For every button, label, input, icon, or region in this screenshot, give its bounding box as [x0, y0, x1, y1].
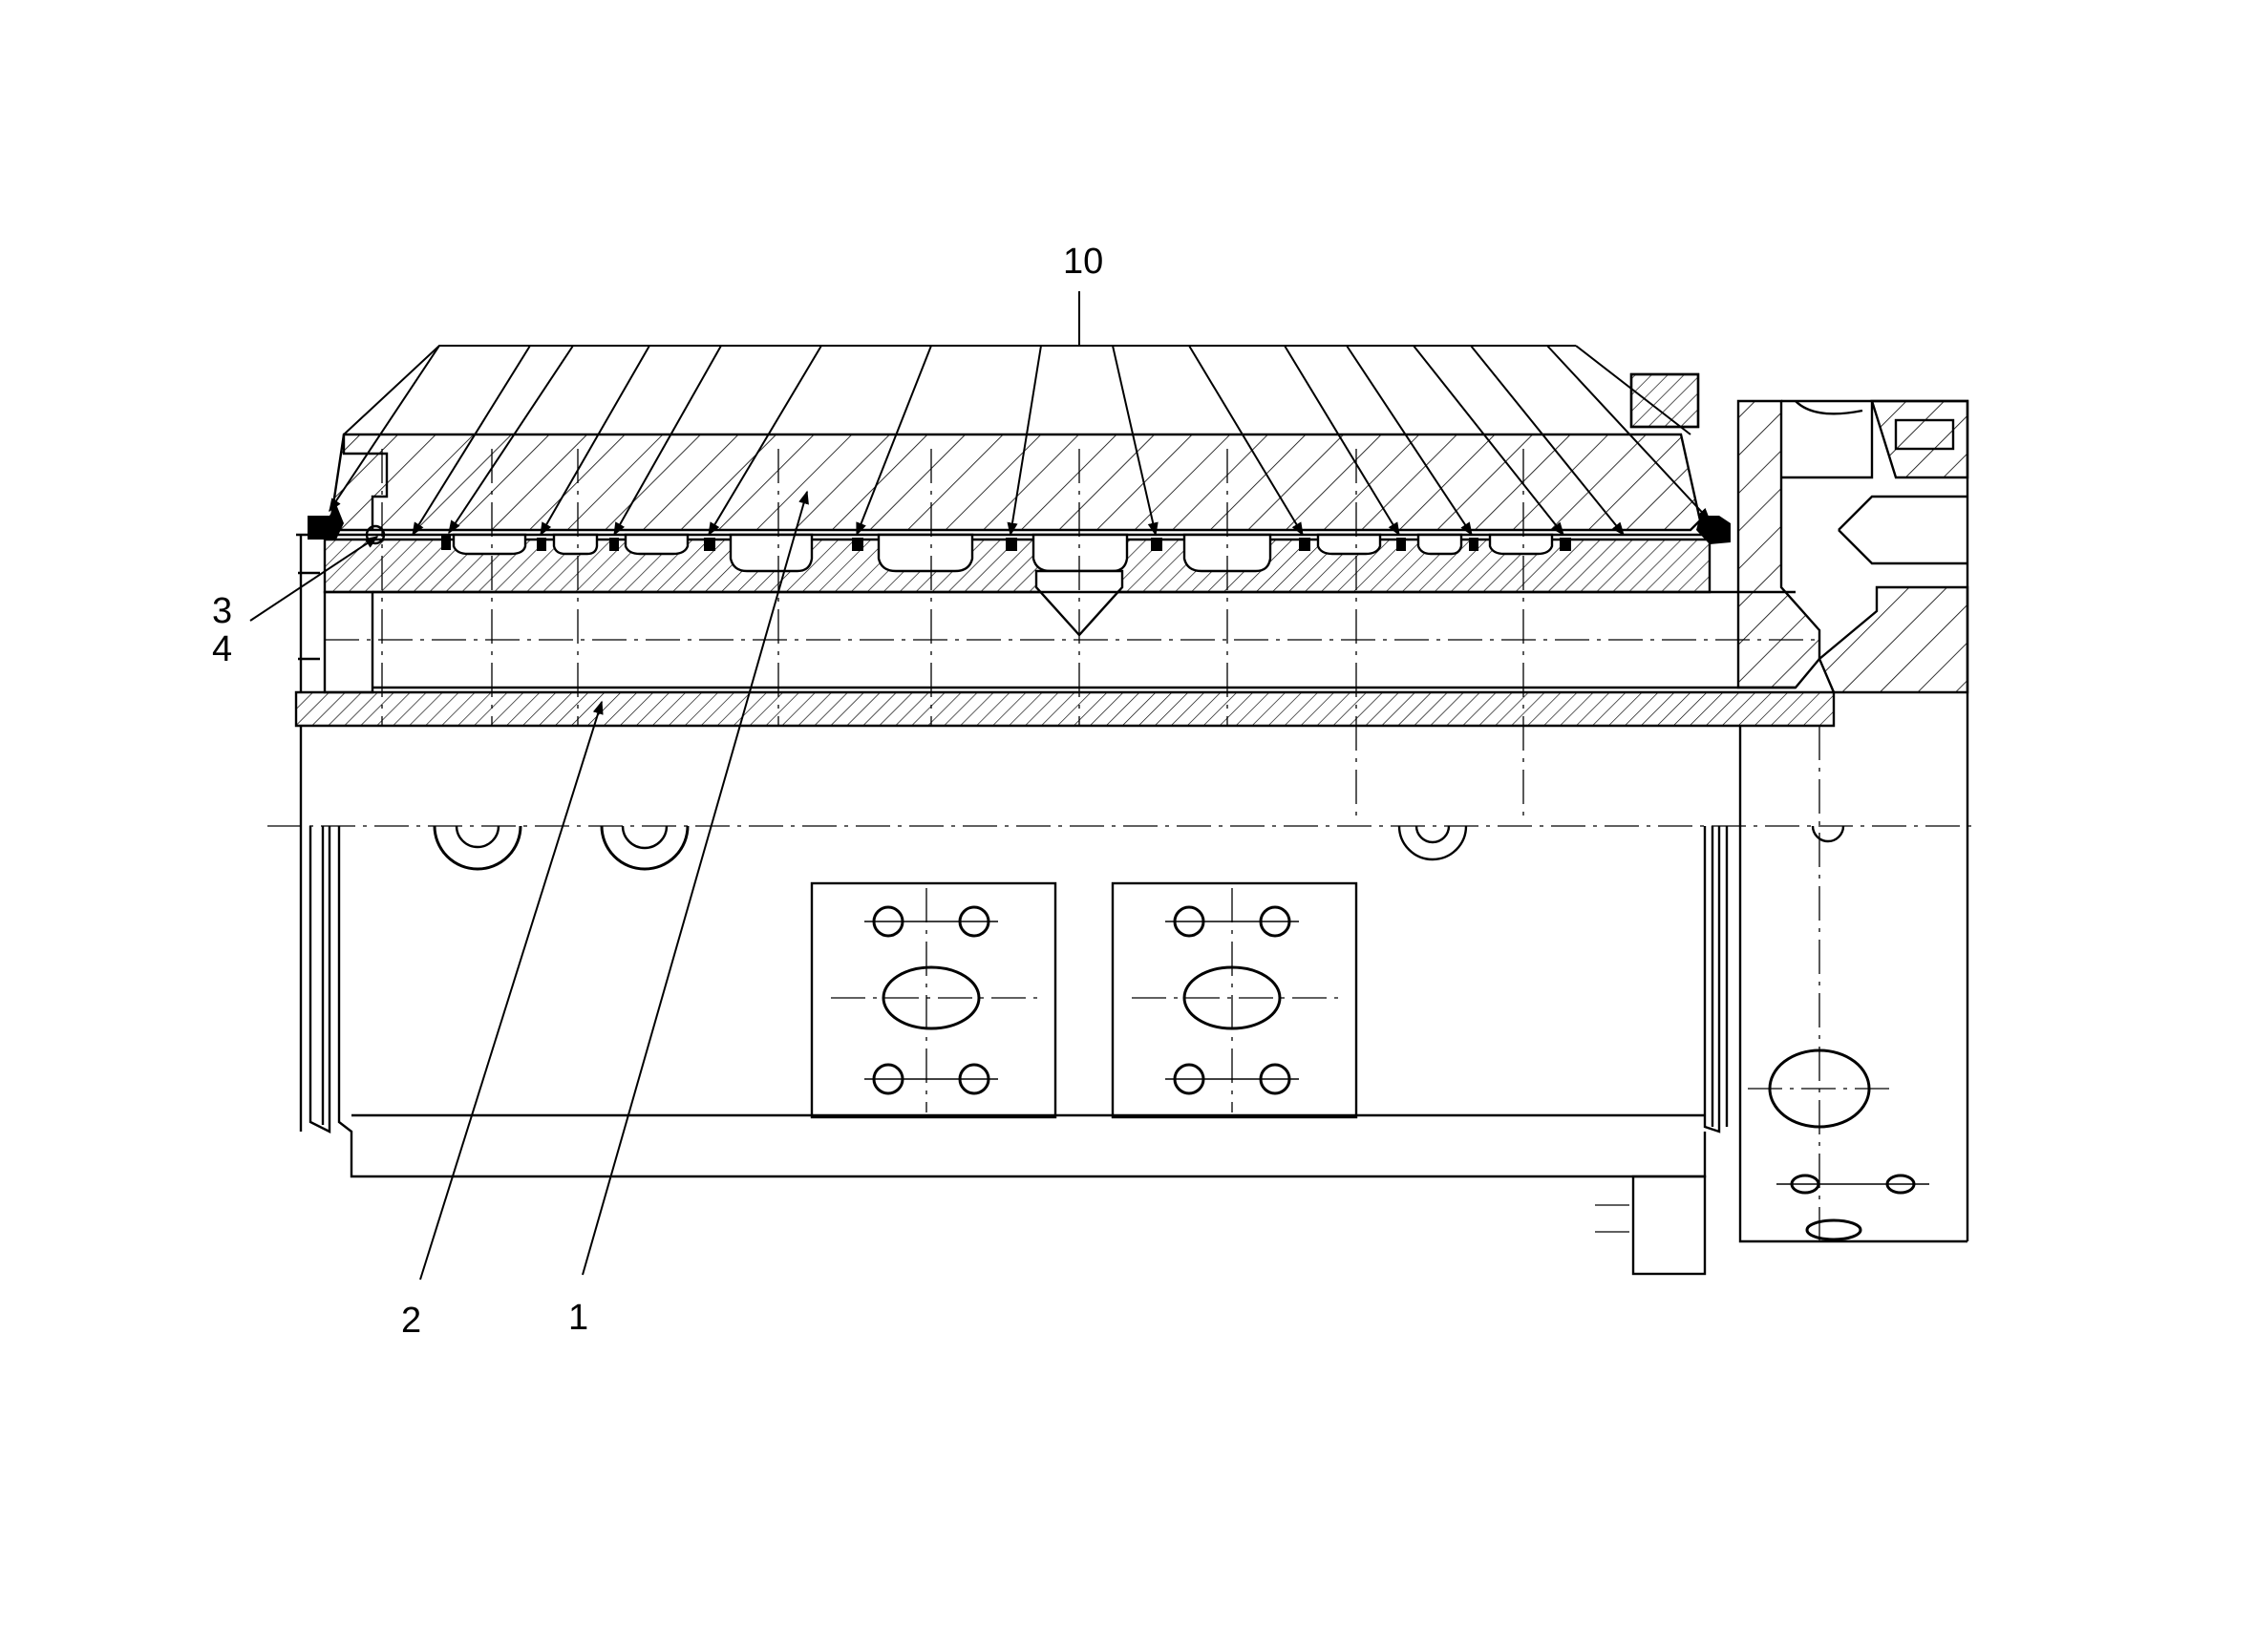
label-3: 3 [212, 591, 232, 631]
center-v-groove [1034, 569, 1124, 637]
label-4: 4 [212, 629, 232, 669]
mounting-block-right [1111, 881, 1358, 1119]
right-housing [1629, 372, 1969, 726]
right-housing-lower [1748, 726, 1929, 1241]
right-end-seal [1696, 516, 1731, 544]
label-2: 2 [401, 1301, 421, 1341]
label-10: 10 [1063, 242, 1103, 282]
bottom-bracket [1595, 1175, 1707, 1276]
leader-lines [249, 291, 1711, 1281]
left-end-seal [308, 504, 344, 540]
left-end-cap [294, 434, 1836, 728]
lower-section [299, 726, 1969, 1276]
surface-seals [441, 535, 1571, 551]
mounting-block-left [810, 881, 1057, 1119]
upper-section [294, 372, 1969, 821]
surface-grooves [452, 533, 1554, 573]
axis-ports [433, 825, 1845, 871]
label-1: 1 [568, 1298, 588, 1338]
